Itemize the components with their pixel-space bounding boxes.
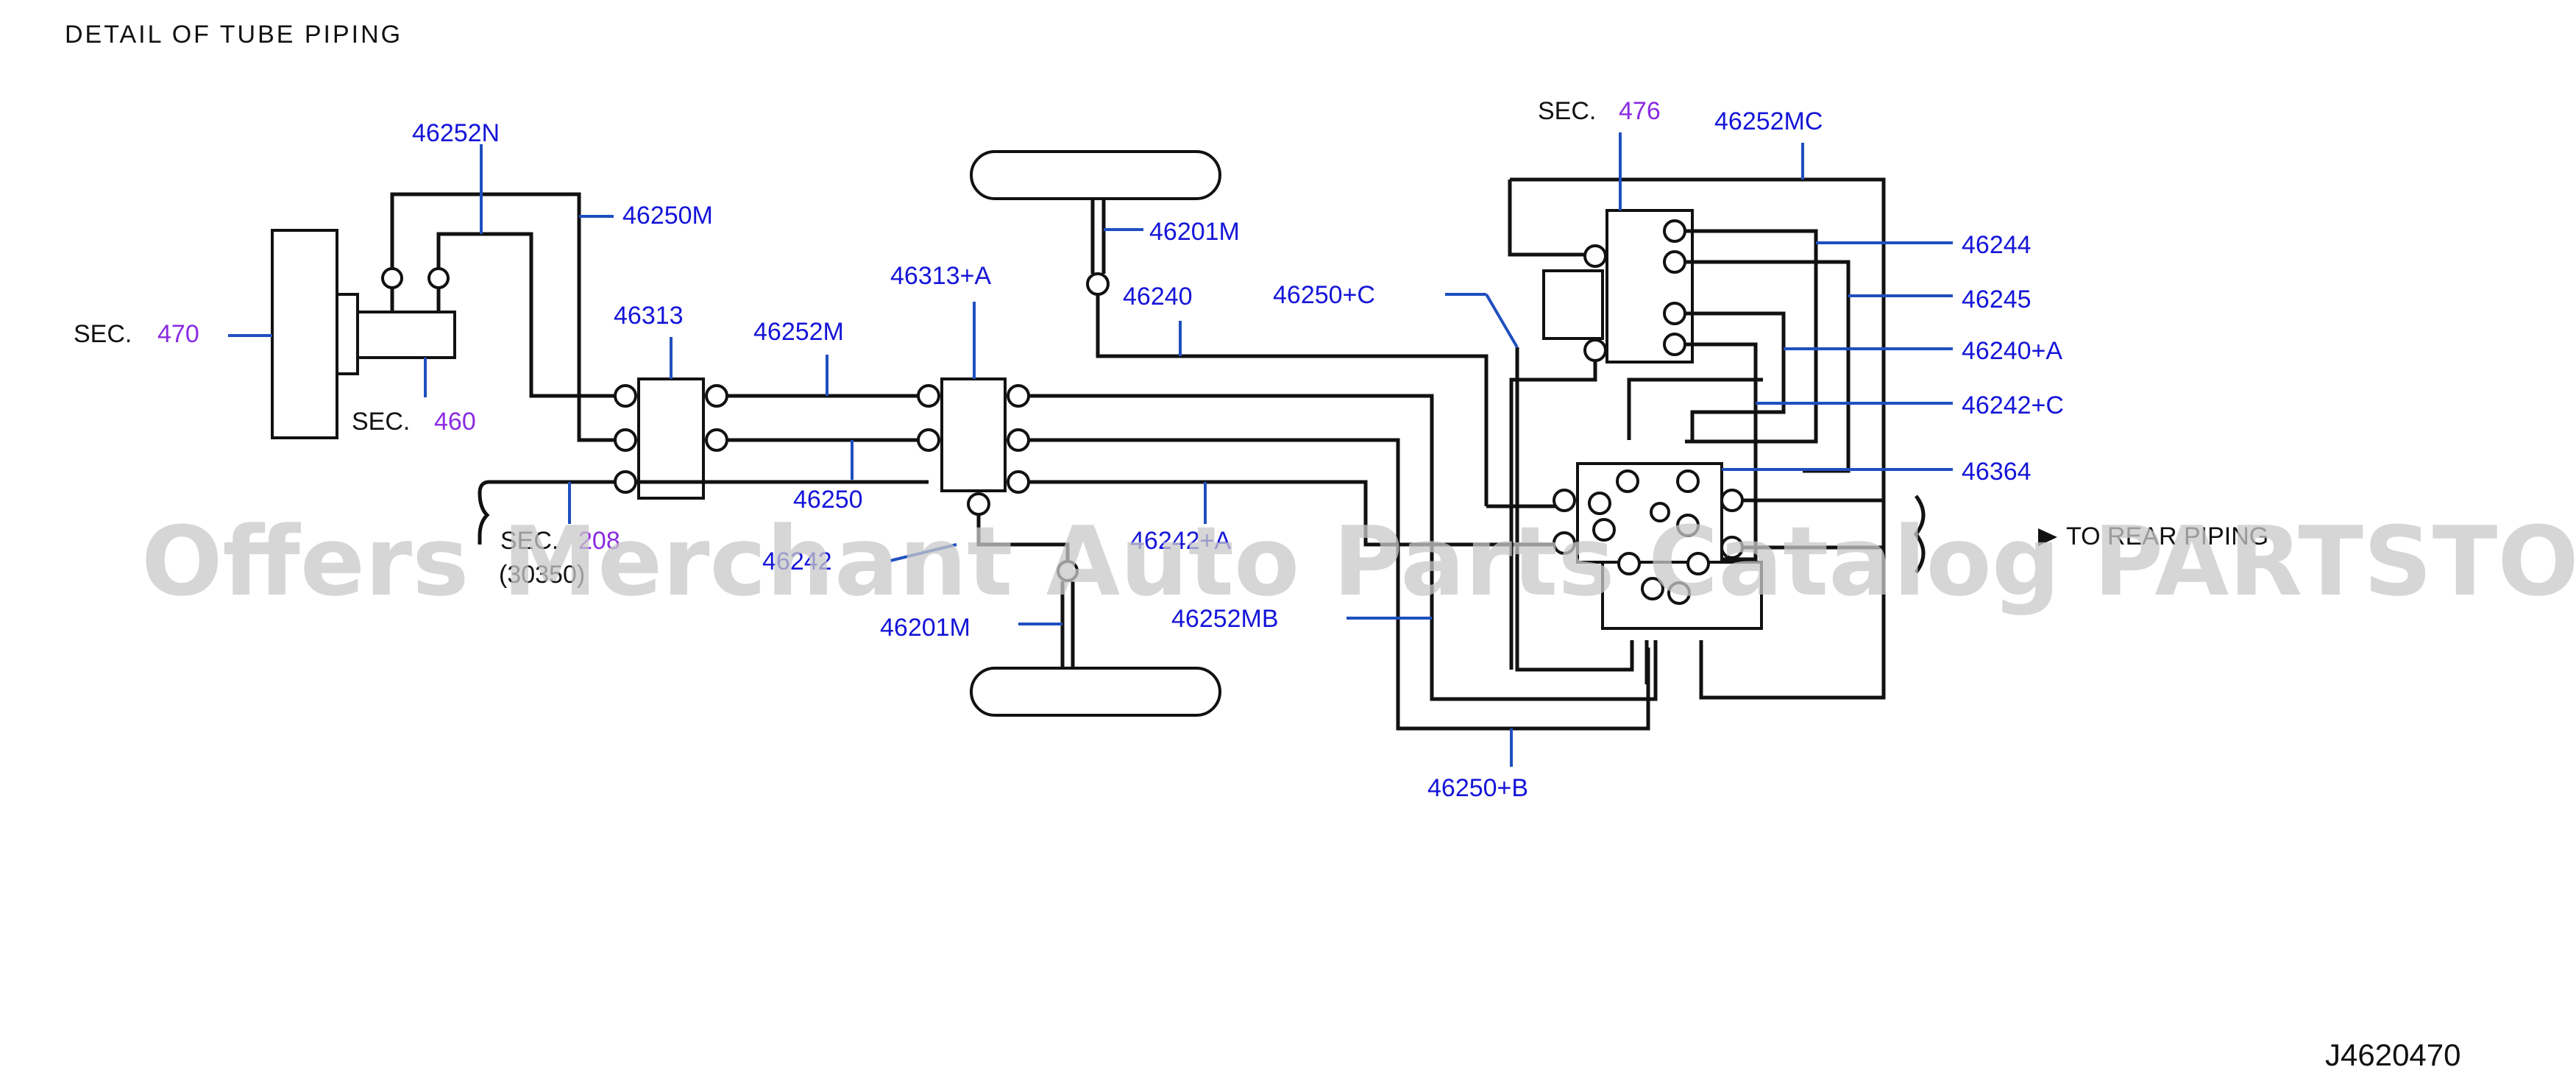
label-46201M-top: 46201M [1149,218,1240,246]
label-46250M: 46250M [622,202,713,230]
pipe-46244 [1685,229,1818,444]
sec470-number: 470 [157,320,199,348]
label-46250C: 46250+C [1273,281,1375,309]
sec476-number: 476 [1619,97,1661,125]
label-46240A: 46240+A [1962,337,2062,365]
diagram-code: J4620470 [2325,1038,2461,1072]
junction-block-46313 [614,377,728,500]
pipe-46250C [1515,347,1634,672]
rear-piping-break [1913,494,1926,574]
diagram-title: DETAIL OF TUBE PIPING [65,21,402,49]
label-46313A: 46313+A [890,262,991,290]
pipe-46245 [1685,260,1851,473]
sec460-prefix: SEC. [352,408,410,436]
label-46252MC: 46252MC [1714,107,1823,135]
port-circle [1086,272,1110,296]
front-wheel-lower [970,667,1221,717]
arrow-right-icon [2038,528,2057,546]
pipe-46252N [436,232,625,398]
label-46240: 46240 [1123,283,1193,311]
label-46242C: 46242+C [1962,391,2064,419]
pipe-46240 [1096,294,1489,506]
label-46364: 46364 [1962,458,2032,486]
master-cylinder-assembly [271,229,456,439]
label-46252M: 46252M [753,318,844,346]
sec208-prefix: SEC. [500,527,558,555]
pipe-46201M-lower [976,514,1070,561]
abs-actuator-assembly [1508,177,1886,700]
leader-lines [228,132,1953,767]
port-circle [381,267,403,289]
watermark: Offers Merchant Auto Parts Catalog PARTS… [141,506,2576,617]
sec208-sub: (30350) [499,561,585,589]
label-46242A: 46242+A [1130,527,1231,555]
label-46252N: 46252N [412,119,500,147]
booster-flange [336,293,359,375]
pipe-46250B [1029,438,1650,731]
label-46313: 46313 [614,302,684,330]
pipe-46242A [1029,480,1564,547]
label-46244: 46244 [1962,231,2032,259]
pipe-stub-left [478,480,490,545]
junction-block-46313A [917,377,1030,516]
pipe-46250M [390,192,625,442]
label-46250: 46250 [793,486,863,514]
front-wheel-upper [970,150,1221,200]
brake-booster [271,229,338,439]
label-46250B: 46250+B [1427,774,1528,802]
master-cylinder [356,311,456,359]
label-46252MB: 46252MB [1171,605,1279,633]
sec476-prefix: SEC. [1538,97,1596,125]
label-46201M-bottom: 46201M [880,614,971,642]
label-46242: 46242 [762,547,832,575]
sec460-number: 460 [434,408,476,436]
port-circle [427,267,450,289]
abs-bracket [1542,269,1604,340]
sec208-number: 208 [578,527,620,555]
pipe-46252MC [1510,177,1886,700]
rear-piping-note: TO REAR PIPING [2066,522,2268,550]
sec470-prefix: SEC. [74,320,132,348]
label-46245: 46245 [1962,286,2032,313]
pipe-46252MB [1029,394,1658,701]
